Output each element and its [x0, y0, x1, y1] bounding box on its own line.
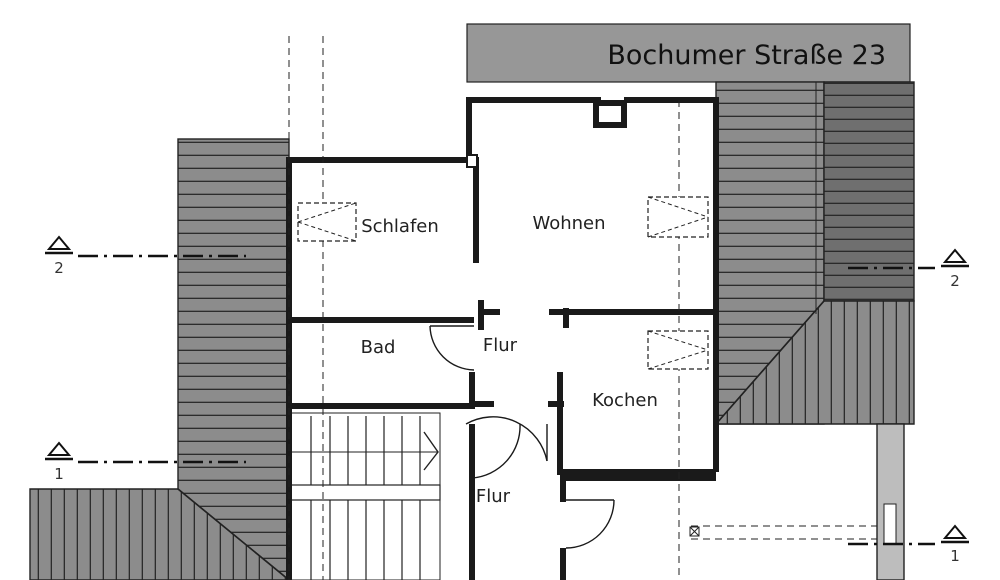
skylight-wohnen [647, 196, 709, 238]
roof-right [714, 81, 915, 425]
skylight-kochen [647, 330, 709, 370]
room-label-flur-upper: Flur [483, 335, 518, 356]
section-mark-left-1-label: 1 [54, 465, 64, 483]
room-label-bad: Bad [361, 337, 396, 358]
address-label: Bochumer Straße 23 [607, 40, 886, 71]
doors [429, 325, 615, 549]
section-mark-right-1-label: 1 [950, 547, 960, 565]
room-label-kochen: Kochen [592, 390, 658, 411]
section-mark-right-2-label: 2 [950, 272, 960, 290]
room-label-schlafen: Schlafen [361, 216, 439, 237]
roof-left [29, 138, 291, 580]
right-column [876, 423, 905, 580]
room-label-flur-lower: Flur [476, 486, 511, 507]
section-mark-left-2: 2 [45, 235, 73, 277]
section-mark-right-1: 1 [941, 524, 969, 565]
room-label-wohnen: Wohnen [532, 213, 605, 234]
section-mark-right-2: 2 [941, 248, 969, 290]
stairwell [288, 412, 441, 580]
section-mark-left-2-label: 2 [54, 259, 64, 277]
address-bar: Bochumer Straße 23 [466, 23, 911, 83]
section-mark-left-1: 1 [45, 441, 73, 483]
skylight-schlafen [297, 202, 357, 242]
section-axes [78, 254, 935, 546]
